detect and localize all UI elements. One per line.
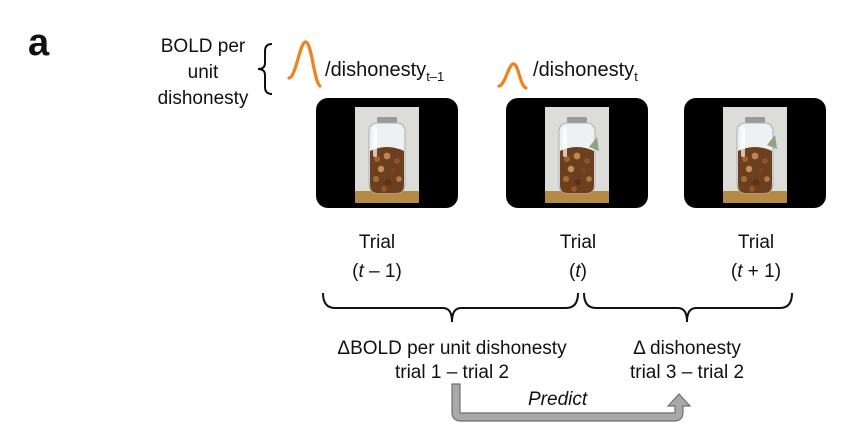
- trial-next-title: Trial: [737, 232, 775, 253]
- bold-per-unit-label: BOLD per unit dishonesty: [140, 34, 266, 112]
- equation-current-slash: /: [533, 59, 539, 81]
- equation-current: /dishonestyt: [533, 60, 638, 83]
- trial-previous-index: (t – 1): [352, 261, 402, 282]
- jar-photo-1: [354, 106, 420, 204]
- predict-label: Predict: [528, 389, 588, 410]
- delta-bold-label: ΔBOLD per unit dishonesty trial 1 – tria…: [302, 337, 602, 385]
- trial-next-index: (t + 1): [730, 261, 782, 282]
- delta-dishonesty-label: Δ dishonesty trial 3 – trial 2: [592, 337, 782, 385]
- equation-previous: /dishonestyt–1: [325, 60, 444, 83]
- predict-arrow: [451, 383, 692, 422]
- delta-bold-line-1: ΔBOLD per unit dishonesty: [337, 338, 567, 359]
- trial-current-title: Trial: [559, 232, 597, 253]
- hrf-icon-2: [497, 62, 528, 90]
- bold-label-line-3: dishonesty: [157, 88, 249, 109]
- delta-dishonesty-line-1: Δ dishonesty: [633, 338, 741, 359]
- bold-label-line-2: unit: [187, 62, 219, 83]
- jar-photo-3: [722, 106, 788, 204]
- delta-bold-line-2: trial 1 – trial 2: [394, 362, 510, 383]
- equation-current-subscript: t: [634, 69, 638, 84]
- bracket-right: [583, 292, 793, 323]
- trial-previous-title: Trial: [358, 232, 396, 253]
- bracket-left: [322, 292, 579, 323]
- trial-label-current: Trial (t): [518, 228, 638, 286]
- bold-label-line-1: BOLD per: [160, 36, 246, 57]
- delta-dishonesty-line-2: trial 3 – trial 2: [629, 362, 745, 383]
- jar-photo-2: [544, 106, 610, 204]
- equation-current-main: dishonesty: [538, 59, 635, 81]
- panel-letter: a: [28, 22, 50, 64]
- equation-previous-slash: /: [325, 59, 331, 81]
- trial-label-previous: Trial (t – 1): [317, 228, 437, 286]
- hrf-icon-1: [287, 40, 322, 88]
- equation-previous-subscript: t–1: [426, 69, 445, 84]
- trial-current-index: (t): [569, 261, 587, 282]
- bold-label-brace: [257, 43, 273, 95]
- equation-previous-main: dishonesty: [330, 59, 427, 81]
- trial-label-next: Trial (t + 1): [696, 228, 816, 286]
